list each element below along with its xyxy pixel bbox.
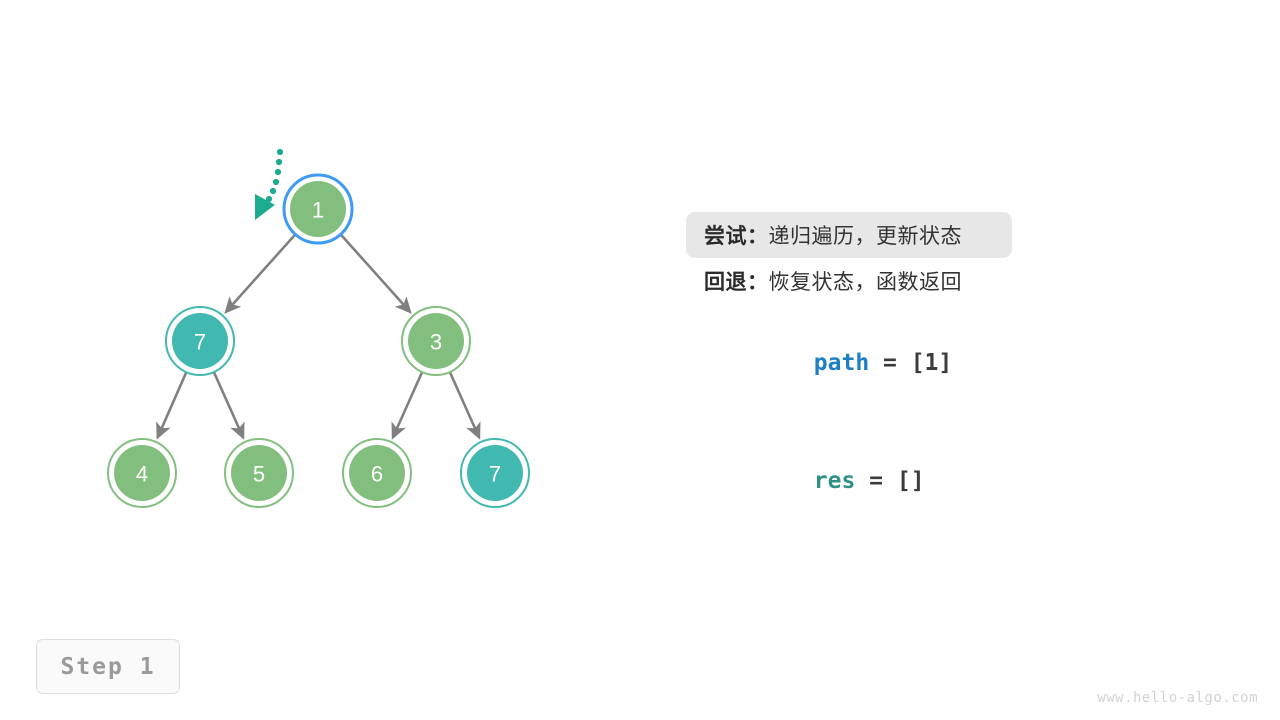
node-ring <box>401 306 471 376</box>
node-label: 7 <box>489 462 501 487</box>
pointer-dot <box>265 195 273 203</box>
res-variable-value: = [] <box>855 468 925 494</box>
state-code-block: path = [1] res = [] <box>686 318 1246 494</box>
node-ring <box>107 438 177 508</box>
tree-node-5[interactable]: 5 <box>224 438 294 508</box>
hint-row-backtrack: 回退： 恢复状态，函数返回 <box>686 258 1246 304</box>
tree-edge <box>224 233 297 314</box>
tree-nodes: 1 7 3 4 5 6 7 <box>107 173 530 508</box>
tree-edge <box>212 371 245 440</box>
node-disc <box>290 181 346 237</box>
tree-edge <box>339 233 412 314</box>
tree-node-7[interactable]: 7 <box>165 306 235 376</box>
node-disc <box>467 445 523 501</box>
pointer-dot <box>269 187 277 195</box>
pointer-dot <box>272 178 280 186</box>
node-ring <box>342 438 412 508</box>
recursion-entry-pointer <box>255 148 284 220</box>
node-label: 4 <box>136 462 148 487</box>
node-disc <box>114 445 170 501</box>
node-label: 5 <box>253 462 265 487</box>
node-label: 1 <box>312 198 324 223</box>
tree-edges <box>156 233 481 440</box>
tree-edge <box>156 371 188 440</box>
res-variable-name: res <box>813 468 856 494</box>
node-ring <box>165 306 235 376</box>
node-disc <box>172 313 228 369</box>
node-ring <box>282 173 354 245</box>
hint-try-key: 尝试： <box>704 225 769 248</box>
info-panel: 尝试： 递归遍历，更新状态 回退： 恢复状态，函数返回 path = [1] r… <box>686 212 1246 494</box>
tree-node-1[interactable]: 1 <box>282 173 354 245</box>
pointer-arrowhead-icon <box>255 194 275 220</box>
tree-node-4[interactable]: 4 <box>107 438 177 508</box>
node-disc <box>231 445 287 501</box>
watermark: www.hello-algo.com <box>1097 690 1258 706</box>
node-disc <box>349 445 405 501</box>
binary-tree-diagram: 1 7 3 4 5 6 7 <box>107 148 530 508</box>
tree-node-3[interactable]: 3 <box>401 306 471 376</box>
pointer-dot <box>274 168 282 176</box>
pointer-dot <box>276 148 284 156</box>
hint-backtrack-key: 回退： <box>704 271 769 294</box>
path-variable-name: path <box>813 350 870 376</box>
code-line-res: res = [] <box>703 436 1246 494</box>
tree-node-6[interactable]: 6 <box>342 438 412 508</box>
pointer-dot <box>275 158 283 166</box>
hint-try-value: 递归遍历，更新状态 <box>768 225 962 248</box>
hint-row-try: 尝试： 递归遍历，更新状态 <box>686 212 1012 258</box>
node-label: 6 <box>371 462 383 487</box>
step-badge: Step 1 <box>36 639 180 694</box>
hint-backtrack-value: 恢复状态，函数返回 <box>768 271 962 294</box>
code-line-path: path = [1] <box>703 318 1246 376</box>
node-label: 7 <box>194 330 206 355</box>
node-disc <box>408 313 464 369</box>
tree-edge <box>448 371 481 440</box>
node-label: 3 <box>430 330 442 355</box>
node-ring <box>224 438 294 508</box>
tree-edge <box>391 371 424 440</box>
tree-node-7[interactable]: 7 <box>460 438 530 508</box>
node-ring <box>460 438 530 508</box>
path-variable-value: = [1] <box>869 350 953 376</box>
